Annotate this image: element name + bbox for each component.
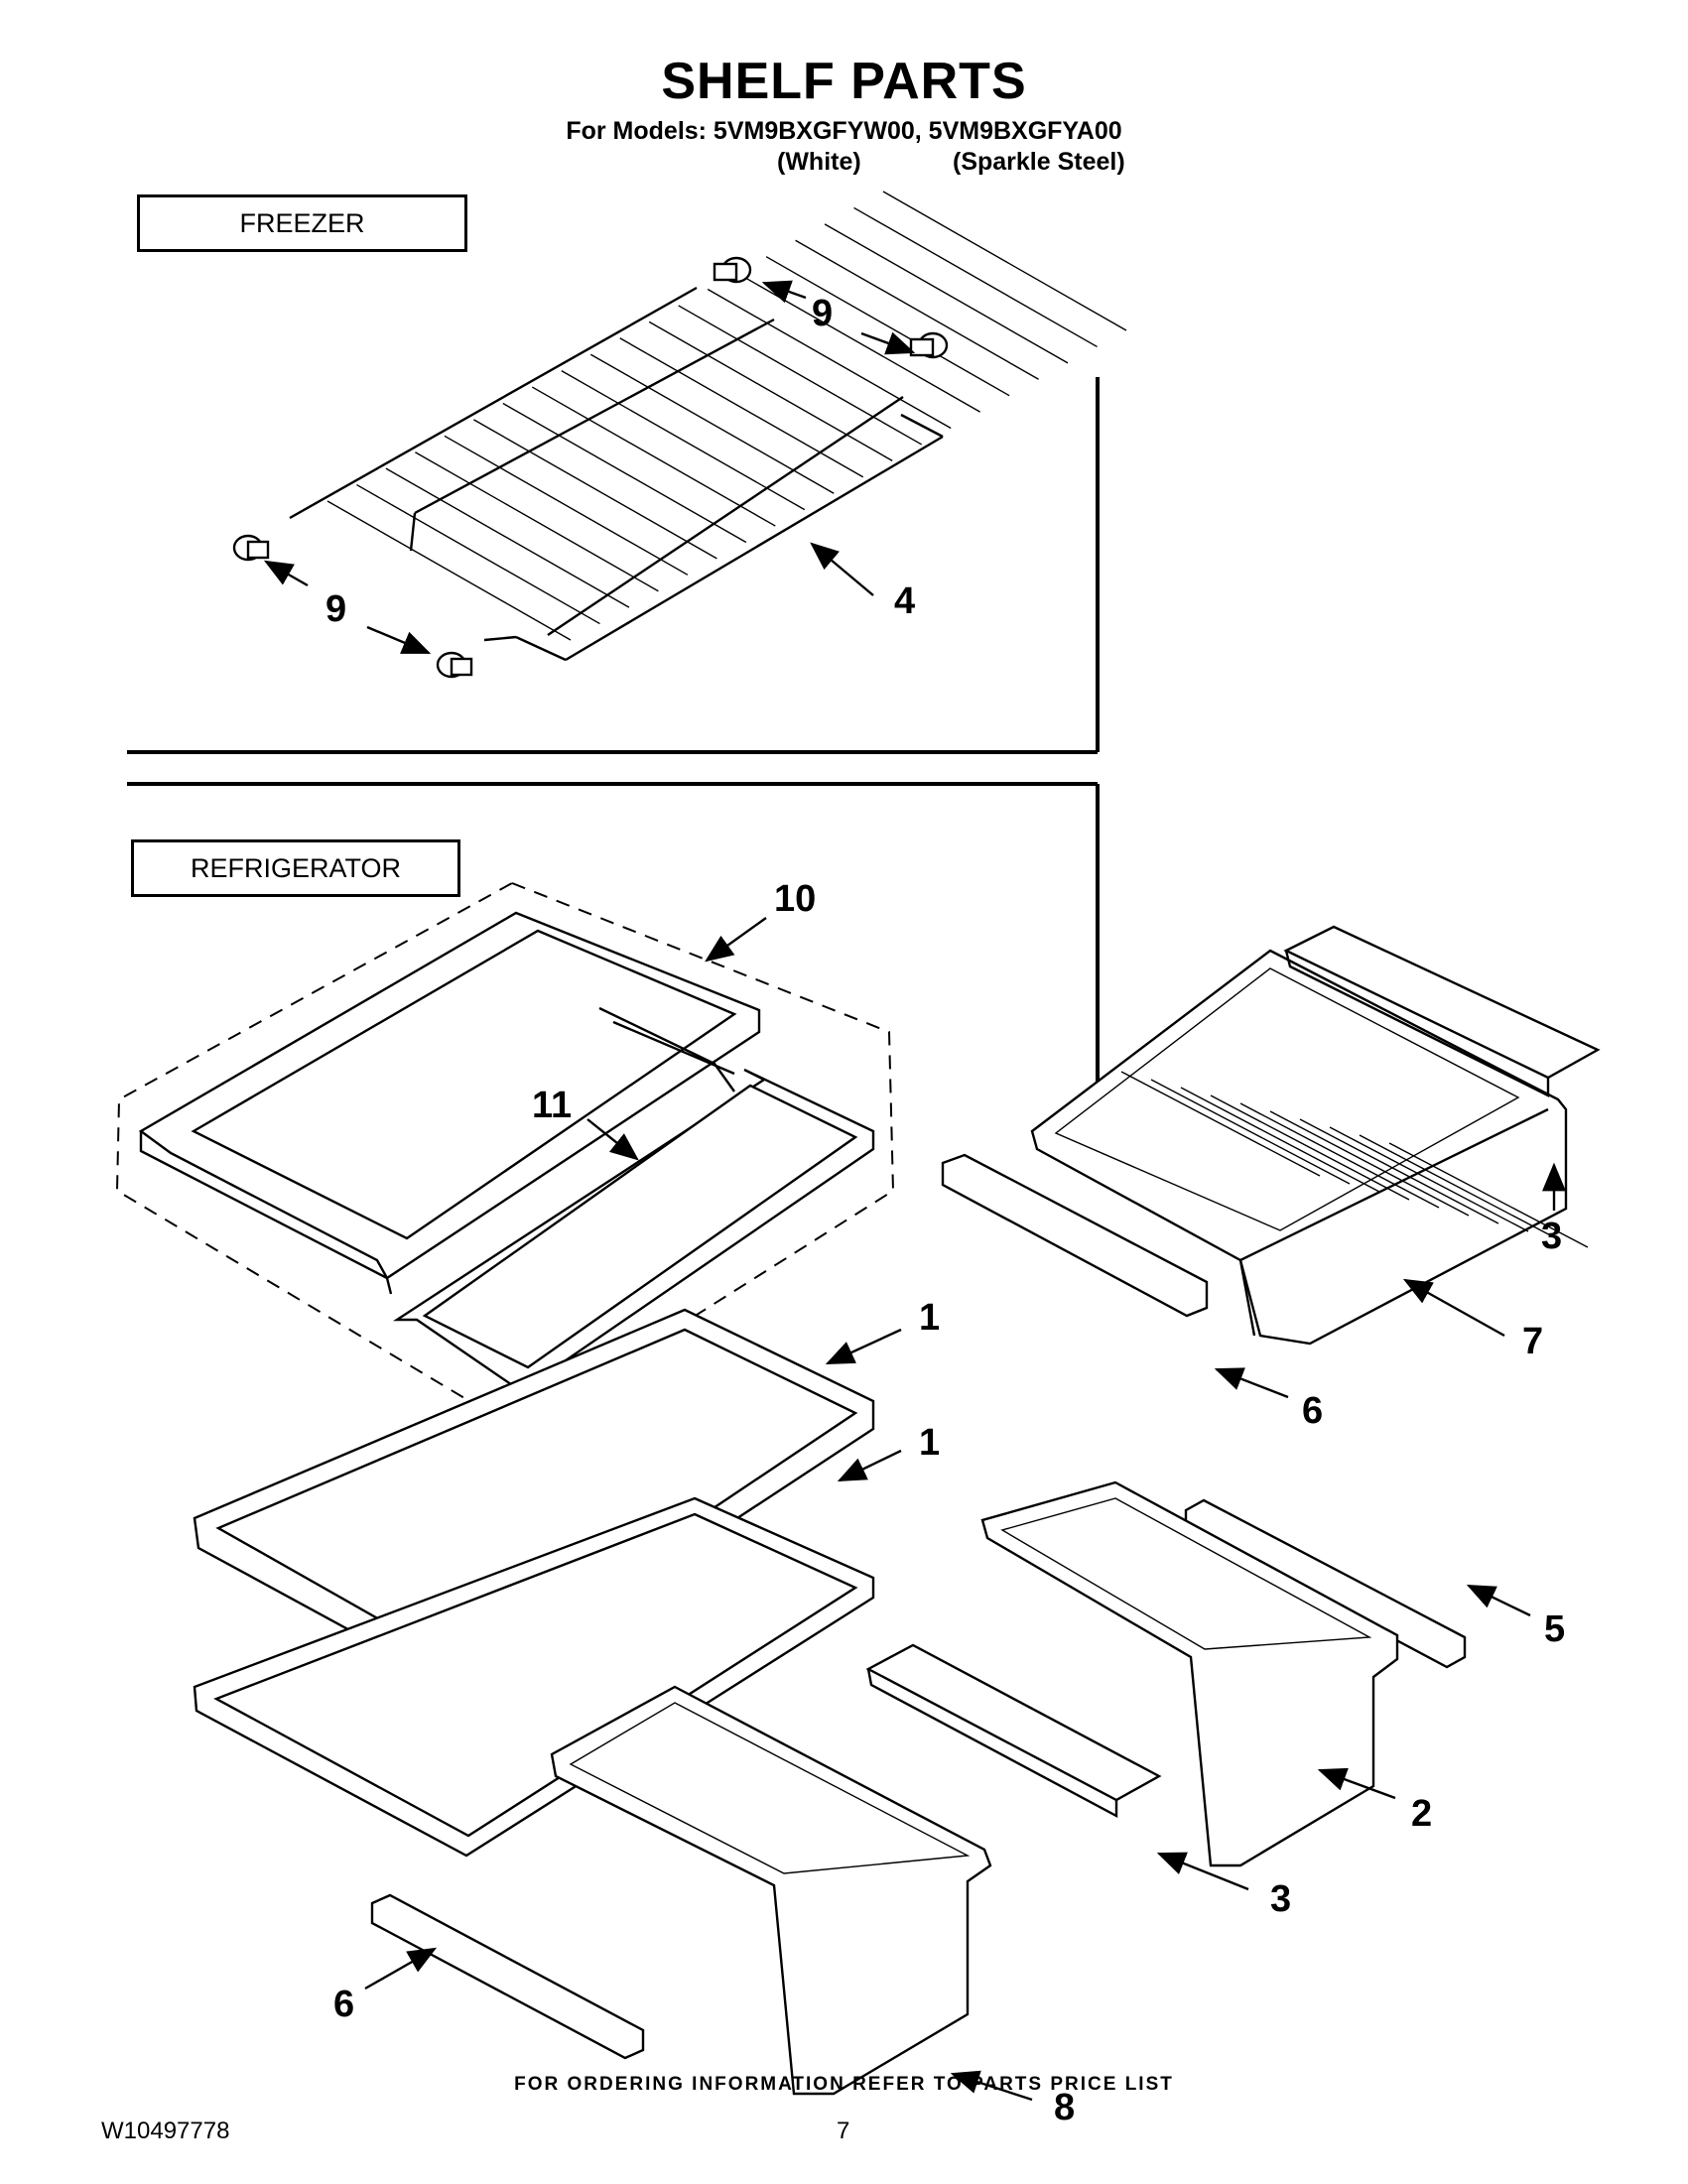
callout-9-lower: 9 (325, 588, 346, 630)
wire-rod (648, 321, 893, 461)
end-cap-part (232, 256, 949, 679)
crisper-cover-part (865, 1643, 1162, 1819)
callout-10: 10 (774, 878, 816, 920)
color-white-label: (White) (777, 148, 861, 176)
callout-9-upper: 9 (812, 293, 833, 334)
wire-rod (765, 256, 1010, 397)
wire-rod (415, 451, 659, 592)
callout-6-upper: 6 (1302, 1390, 1323, 1432)
drawer-rib (1299, 1118, 1499, 1224)
callout-11: 11 (532, 1085, 572, 1126)
callout-3-right: 3 (1541, 1216, 1562, 1257)
page-number: 7 (837, 2118, 850, 2144)
shelf-part (193, 1308, 875, 1858)
wire-rod (356, 483, 600, 625)
wire-rod (502, 402, 747, 544)
wire-rod (531, 386, 776, 527)
wire-shelf-part (289, 191, 1127, 662)
drawer-rail-part (370, 1153, 1467, 2060)
wire-rod (444, 435, 689, 576)
wire-rod (824, 223, 1069, 364)
glass-shelf-part (392, 1068, 875, 1393)
document-number: W10497778 (101, 2118, 230, 2144)
wire-rod (473, 419, 717, 560)
wire-rod (589, 353, 835, 494)
ordering-note: FOR ORDERING INFORMATION REFER TO PARTS … (514, 2074, 1174, 2095)
leader-arrows (263, 280, 1566, 2102)
wire-rod (707, 288, 952, 430)
drawer-rib (1269, 1110, 1470, 1217)
callout-labels: 9 4 9 10 11 1 1 3 7 6 5 2 3 6 8 (325, 293, 1565, 2128)
wire-rod (385, 467, 630, 608)
shelf-frame-part (138, 911, 761, 1295)
drawer-rib (1239, 1102, 1440, 1209)
wire-rod (795, 239, 1039, 380)
refrigerator-section-label: REFRIGERATOR (131, 839, 460, 897)
drawer-rib (1210, 1094, 1410, 1201)
section-dividers (127, 377, 1100, 1092)
callout-2: 2 (1411, 1793, 1432, 1835)
wire-rod (882, 191, 1127, 331)
freezer-section-label: FREEZER (137, 194, 467, 252)
drawer-rib (1180, 1087, 1380, 1193)
wire-rod (326, 500, 572, 641)
callout-5: 5 (1544, 1608, 1565, 1650)
model-numbers: For Models: 5VM9BXGFYW00, 5VM9BXGFYA00 (566, 117, 1122, 145)
page-title: SHELF PARTS (661, 53, 1027, 110)
callout-1-lower: 1 (919, 1422, 940, 1464)
callout-6-lower: 6 (333, 1984, 354, 2025)
callout-3-middle: 3 (1270, 1878, 1291, 1920)
drawer-cover-part (1283, 925, 1601, 1097)
callout-4: 4 (894, 580, 915, 622)
drawer-rib (1388, 1142, 1589, 1248)
drawer-rib (1120, 1071, 1321, 1177)
callout-8: 8 (1054, 2087, 1075, 2128)
drawer-rib (1329, 1126, 1529, 1232)
wire-rod (561, 370, 806, 511)
wire-rod (853, 206, 1098, 348)
wire-rod (619, 337, 864, 478)
crisper-drawer-part (550, 1480, 1399, 2096)
callout-1-upper: 1 (919, 1297, 940, 1339)
drawer-rib (1150, 1079, 1351, 1185)
color-sparkle-steel-label: (Sparkle Steel) (953, 148, 1125, 176)
drawer-rib (1359, 1134, 1559, 1240)
callout-7: 7 (1522, 1321, 1543, 1362)
meat-drawer-part (1030, 949, 1589, 1346)
wire-rod (678, 305, 923, 446)
